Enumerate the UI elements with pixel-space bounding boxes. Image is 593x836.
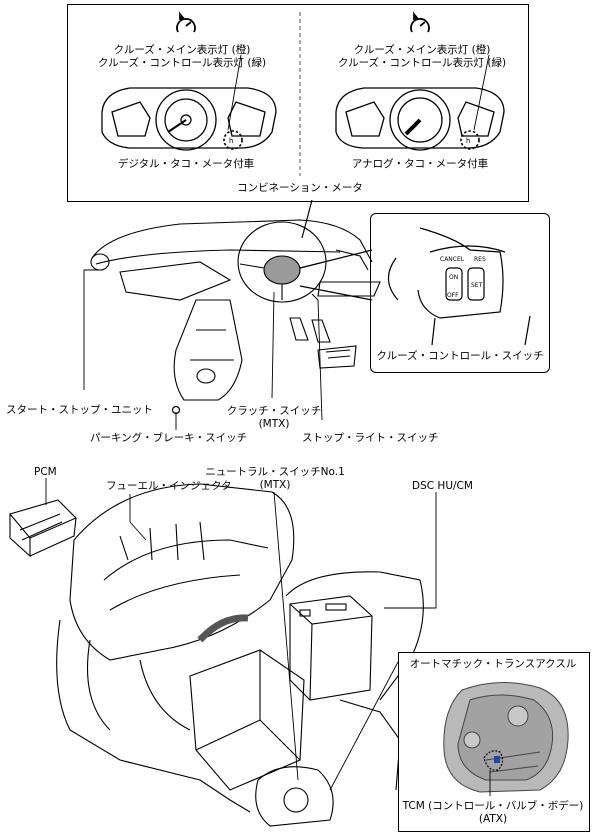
dsc-label: DSC HU/CM [412,480,473,492]
digital-indicator-label-2: クルーズ・コントロール表示灯 (緑) [97,57,267,69]
combination-meter-title: コンビネーション・メータ [237,182,363,194]
clutch-mtx-label: (MTX) [258,418,290,430]
parking-brake-switch [171,405,181,415]
start-stop-leader [83,269,100,390]
clutch-switch-leader [271,291,275,399]
pcm-label: PCM [34,466,57,478]
cruise-switch-caption: クルーズ・コントロール・スイッチ [376,350,544,362]
analog-indicator-label-2: クルーズ・コントロール表示灯 (緑) [337,57,507,69]
tcm-marker [494,756,500,763]
stop-light-label: ストップ・ライト・スイッチ [302,432,439,444]
neutral-mtx-label: (MTX) [259,479,291,491]
tcm-label-1: TCM (コントロール・バルブ・ボデー) [402,800,584,812]
analog-indicator-label-1: クルーズ・メイン表示灯 (橙) [353,44,491,56]
clutch-switch-label: クラッチ・スイッチ [226,405,322,417]
res-label: RES [474,256,486,263]
fuel-injector-label: フューエル・インジェクタ [106,480,232,492]
analog-indicator-circle [460,130,480,150]
analog-indicator-icon: h [466,137,470,145]
analog-indicator-leader [473,54,490,131]
on-label: ON [449,274,459,281]
parking-brake-label: パーキング・ブレーキ・スイッチ [90,432,248,444]
analog-cruise-icon [410,11,430,33]
digital-indicator-icon: h [229,137,233,145]
transaxle-title: オートマチック・トランスアクスル [409,658,577,670]
analog-meter-caption: アナログ・タコ・メータ付車 [351,158,489,170]
injector-leader-branches [129,521,147,541]
transaxle-leader [329,661,399,791]
meter-leader [301,199,313,239]
set-label: SET [471,282,483,289]
cancel-label: CANCEL [440,256,465,263]
digital-meter-caption: デジタル・タコ・メータ付車 [117,158,255,170]
digital-indicator-leader [227,54,242,131]
digital-indicator-label-1: クルーズ・メイン表示灯 (橙) [113,44,251,56]
digital-cruise-icon [176,11,196,33]
off-label: OFF [447,292,459,299]
stop-light-leader [311,293,323,421]
digital-indicator-circle [223,130,243,150]
tcm-label-2: (ATX) [478,813,508,825]
combination-meter-panel [67,4,529,202]
start-stop-label: スタート・ストップ・ユニット [6,404,153,416]
tcm-outline [483,750,504,771]
cruise-switch-panel [370,213,550,373]
neutral-switch-label: ニュートラル・スイッチNo.1 [205,466,345,478]
neutral-switch-leader [273,491,299,781]
dsc-leader [384,492,437,609]
